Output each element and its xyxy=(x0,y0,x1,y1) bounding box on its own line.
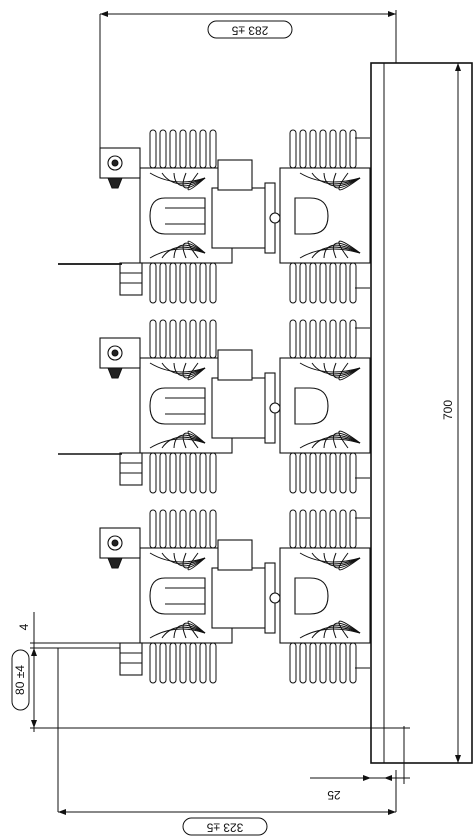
terminal-block-bottom xyxy=(119,452,143,486)
clamp-nut xyxy=(269,402,281,414)
thyristor-housing xyxy=(211,567,269,629)
thyristor-modules xyxy=(58,129,371,684)
small-gap-label: 4 xyxy=(17,623,31,630)
heatsink-fins-bottom xyxy=(149,262,357,304)
bottom-width-dimension: 323 ±5 xyxy=(57,648,397,836)
ground-tab xyxy=(107,557,123,569)
bottom-width-label: 323 ±5 xyxy=(206,820,243,834)
module-1 xyxy=(99,129,371,304)
right-dome xyxy=(294,197,329,235)
gate-connector xyxy=(217,159,253,191)
mounting-frame xyxy=(370,62,473,779)
heatsink-fins-top xyxy=(149,509,357,549)
right-dome xyxy=(294,577,329,615)
mount-pitch-label: 80 ±4 xyxy=(13,665,27,695)
ground-tab xyxy=(107,177,123,189)
bottom-offset-label: 25 xyxy=(327,788,341,802)
heatsink-flare xyxy=(149,172,361,259)
ground-tab xyxy=(107,367,123,379)
module-2 xyxy=(58,263,371,494)
heatsink-fins-top xyxy=(149,319,357,359)
thyristor-housing xyxy=(211,187,269,249)
terminal-block-top xyxy=(99,527,141,559)
clamp-nut xyxy=(269,212,281,224)
terminal-block-bottom xyxy=(119,642,143,676)
heatsink-fins-bottom xyxy=(149,642,357,684)
heatsink-flare xyxy=(149,552,361,639)
thyristor-housing xyxy=(211,377,269,439)
heatsink-fins-top xyxy=(149,129,357,169)
top-width-dimension: 283 ±5 xyxy=(99,10,397,150)
right-dome xyxy=(294,387,329,425)
snubber-capsule xyxy=(149,577,206,615)
snubber-capsule xyxy=(149,197,206,235)
mount-pitch-dimension: 80 ±4 4 xyxy=(11,612,410,732)
heatsink-fins-bottom xyxy=(149,452,357,494)
terminal-block-bottom xyxy=(119,262,143,296)
top-width-label: 283 ±5 xyxy=(231,23,268,37)
gate-connector xyxy=(217,539,253,571)
height-label: 700 xyxy=(441,400,455,420)
module-3 xyxy=(58,453,371,684)
snubber-capsule xyxy=(149,387,206,425)
height-dimension: 700 xyxy=(441,63,461,763)
clamp-nut xyxy=(269,592,281,604)
gate-connector xyxy=(217,349,253,381)
heatsink-flare xyxy=(149,362,361,449)
bottom-offset-dimension: 25 xyxy=(310,726,405,802)
